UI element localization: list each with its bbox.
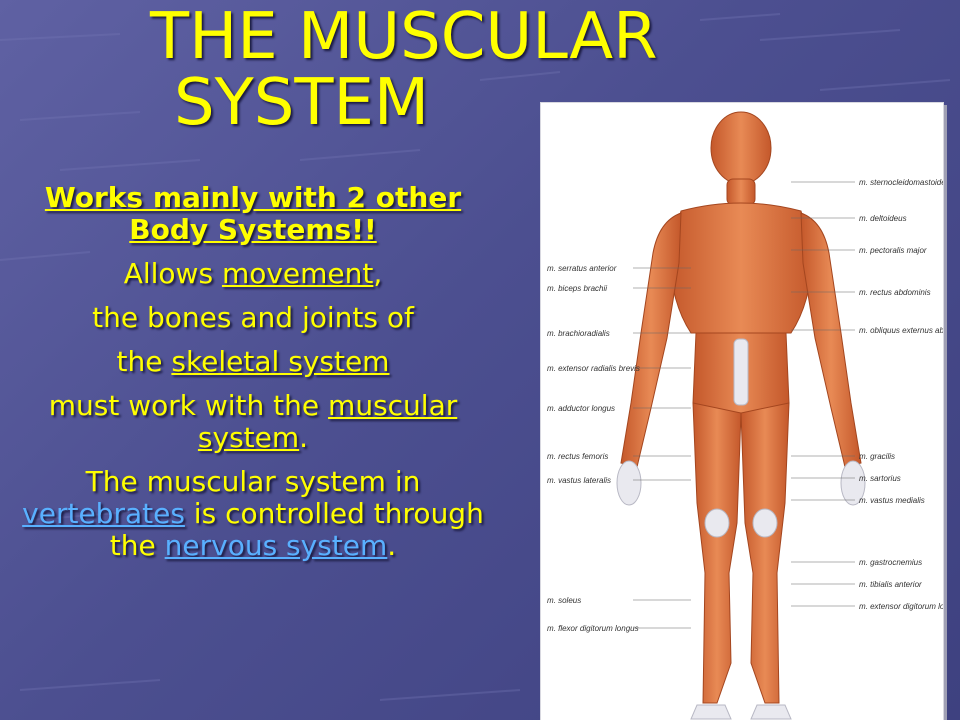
muscle-label: m. gastrocnemius: [859, 558, 922, 567]
text-fragment: the: [116, 345, 172, 378]
content-line: must work with the muscular system.: [10, 390, 496, 454]
emphasized-term: skeletal system: [171, 345, 390, 378]
muscle-label: m. tibialis anterior: [859, 580, 922, 589]
content-block: Works mainly with 2 other Body Systems!!…: [10, 182, 496, 574]
muscle-figure-illustration: m. serratus anterior m. biceps brachii m. …: [547, 111, 943, 720]
muscle-label: m. sternocleidomastoideus: [859, 178, 943, 187]
muscle-label: m. serratus anterior: [547, 264, 617, 273]
muscle-label: m. rectus abdominis: [859, 288, 931, 297]
content-line: the skeletal system: [10, 346, 496, 378]
title-line-2: SYSTEM: [174, 66, 430, 140]
muscle-label: m. obliquus externus abdominis: [859, 326, 943, 335]
text-fragment: The muscular system in: [85, 465, 421, 498]
text-fragment: Allows: [123, 257, 222, 290]
slide-title: THE MUSCULAR SYSTEM: [150, 4, 770, 136]
content-lines: Allows movement, the bones and joints of t…: [10, 258, 496, 562]
content-line: the bones and joints of: [10, 302, 496, 334]
muscle-label: m. sartorius: [859, 474, 901, 483]
muscle-label: m. vastus lateralis: [547, 476, 611, 485]
muscle-label: m. deltoideus: [859, 214, 907, 223]
muscle-label: m. vastus medialis: [859, 496, 925, 505]
text-fragment: is controlled through the: [109, 497, 484, 562]
muscle-label: m. extensor digitorum longus: [859, 602, 943, 611]
hyperlink[interactable]: nervous system: [164, 529, 388, 562]
text-fragment: ,: [373, 257, 383, 290]
text-fragment: the bones and joints of: [92, 301, 414, 334]
content-line: Allows movement,: [10, 258, 496, 290]
muscle-label: m. brachioradialis: [547, 329, 610, 338]
text-fragment: .: [387, 529, 397, 562]
muscle-label: m. adductor longus: [547, 404, 615, 413]
muscle-label: m. gracilis: [859, 452, 895, 461]
emphasized-term: movement: [221, 257, 374, 290]
text-fragment: must work with the: [48, 389, 329, 422]
muscle-label: m. biceps brachii: [547, 284, 607, 293]
title-line-1: THE MUSCULAR: [150, 0, 658, 74]
hyperlink[interactable]: vertebrates: [22, 497, 185, 530]
content-line: The muscular system in vertebrates is co…: [10, 466, 496, 562]
muscle-label: m. soleus: [547, 596, 581, 605]
muscle-label: m. extensor radialis brevis: [547, 364, 640, 373]
muscle-diagram: m. serratus anterior m. biceps brachii m. …: [540, 102, 944, 720]
muscle-label: m. flexor digitorum longus: [547, 624, 639, 633]
content-heading: Works mainly with 2 other Body Systems!!: [44, 181, 462, 246]
emphasized-term: muscular system: [197, 389, 458, 454]
text-fragment: .: [299, 421, 309, 454]
muscle-label: m. pectoralis major: [859, 246, 927, 255]
muscle-label: m. rectus femoris: [547, 452, 608, 461]
